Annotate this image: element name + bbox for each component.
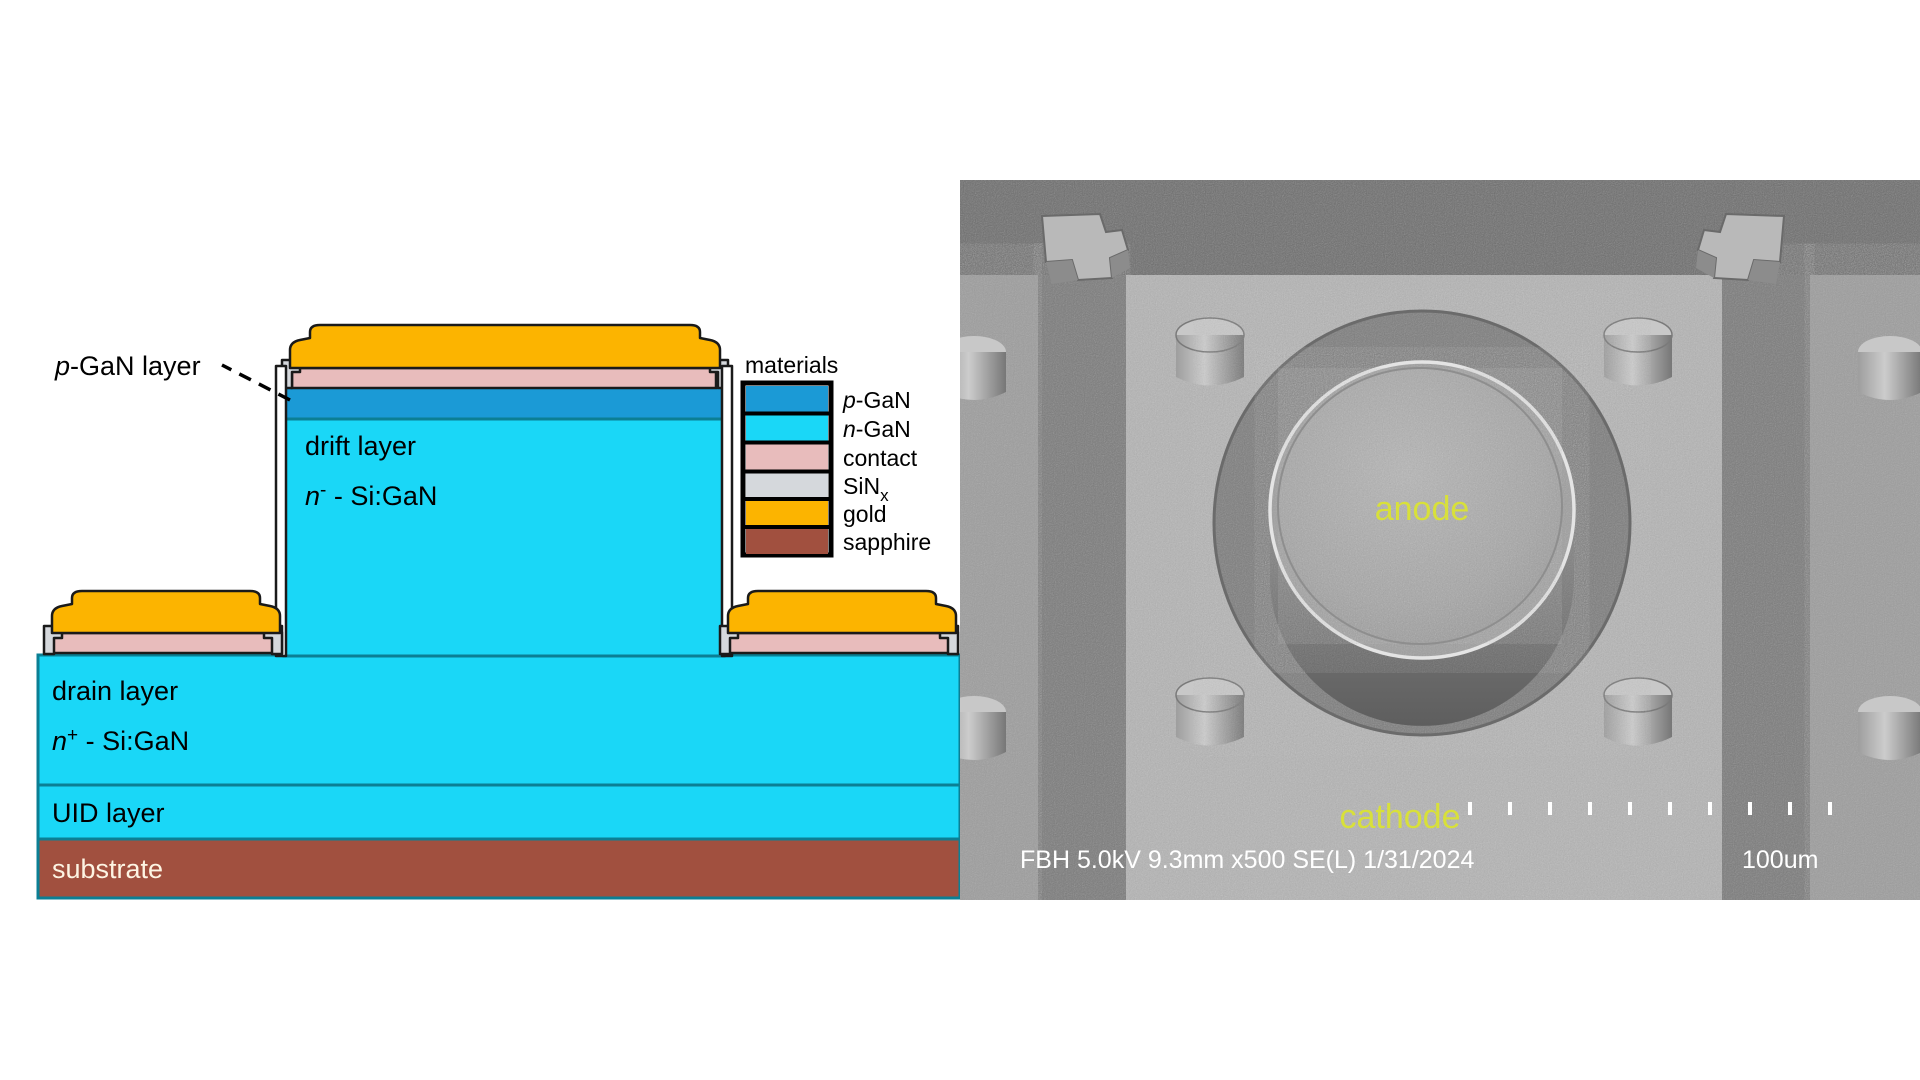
legend-swatch-box [740,380,834,558]
sem-post-edge-left-bottom [960,696,1006,760]
layer-p-gan [282,385,726,421]
sem-clamp-left [1040,212,1130,284]
sem-anode-sidewall [1270,510,1574,726]
legend-n-gan-italic: n [843,416,856,442]
sem-cathode-label: cathode [1340,798,1461,836]
drain-layer-sublabel: n+ - Si:GaN [52,725,189,756]
drift-sublabel-italic: n [305,481,320,511]
legend-title: materials [745,352,838,378]
sem-info-text: FBH 5.0kV 9.3mm x500 SE(L) 1/31/2024 [1020,846,1474,874]
right-contact-layer [724,631,960,655]
substrate-layer-label: substrate [52,854,163,884]
sem-post-bottom-left [1175,677,1245,746]
sem-post-top-right [1603,317,1673,386]
cross-section-diagram: p-GaN layer drift layer n- - Si:GaN drai… [36,323,960,900]
legend-label-sapphire: sapphire [843,529,931,555]
sem-micrograph: anode cathode FBH 5.0kV 9. [960,180,1920,900]
legend-label-p-gan: p-GaN [842,387,911,413]
sem-trench-right [1722,275,1810,900]
legend-label-contact: contact [843,445,918,471]
legend-swatch-gold [746,500,828,526]
layer-uid [36,782,960,841]
sem-scale-label: 100um [1742,846,1818,874]
drift-sublabel-rest: - Si:GaN [326,481,437,511]
mesa-sinx-sidewall-right [720,364,734,658]
drain-sublabel-rest: - Si:GaN [78,726,189,756]
layer-drift [282,388,726,658]
sem-post-edge-right-top [1858,336,1920,400]
sem-anode-rim-highlight [1268,360,1576,660]
p-gan-callout-rest: -GaN layer [70,351,201,381]
legend-swatch-n-gan [746,415,828,441]
drain-sublabel-italic: n [52,726,67,756]
layer-drain [36,653,960,787]
legend-swatch-contact [746,444,828,470]
mesa-contact-layer [290,366,718,390]
cross-section-diagram-panel: p-GaN layer drift layer n- - Si:GaN drai… [36,323,960,900]
right-gold-cathode [726,589,958,635]
legend-label-gold: gold [843,501,886,527]
drain-layer-label: drain layer [52,676,178,706]
sem-trench-left [1038,275,1126,900]
legend-n-gan-rest: -GaN [856,416,911,442]
legend-swatch-sinx [746,473,828,499]
left-contact-layer [48,631,284,655]
legend-swatch-sapphire [746,528,828,554]
uid-layer-label: UID layer [52,798,165,828]
sem-anode-label: anode [1375,490,1470,528]
legend-sinx-rest: SiN [843,473,880,499]
drift-layer-sublabel: n- - Si:GaN [305,480,437,511]
sem-scale-bar-ticks [1468,802,1832,815]
sem-mesa-ring-inner-shadow [1212,309,1632,737]
sem-clamp-right [1696,212,1786,284]
legend-label-n-gan: n-GaN [843,416,911,442]
layer-substrate [36,836,960,900]
sem-anode-disc-edge [1277,367,1563,645]
sem-post-edge-left-top [960,336,1006,400]
p-gan-callout-italic: p [54,351,70,381]
sem-post-top-left [1175,317,1245,386]
legend-label-sinx: SiNx [843,473,889,505]
sem-micrograph-panel: anode cathode FBH 5.0kV 9. [960,180,1920,900]
mesa-sinx-sidewall-left [274,364,288,658]
sem-post-edge-right-bottom [1858,696,1920,760]
mesa-gold-anode [288,323,722,370]
drift-sublabel-sup: - [320,480,326,501]
sem-anode-disc [1278,368,1562,644]
drift-layer-label: drift layer [305,431,416,461]
legend-p-gan-rest: -GaN [856,387,911,413]
p-gan-callout-leader [221,363,291,402]
sem-post-bottom-right [1603,677,1673,746]
drain-sublabel-sup: + [67,725,78,746]
legend-p-gan-italic: p [842,387,856,413]
left-gold-cathode [50,589,282,635]
legend-swatch-p-gan [746,386,828,412]
p-gan-callout-label: p-GaN layer [54,351,201,381]
legend-sinx-sub: x [880,486,889,505]
